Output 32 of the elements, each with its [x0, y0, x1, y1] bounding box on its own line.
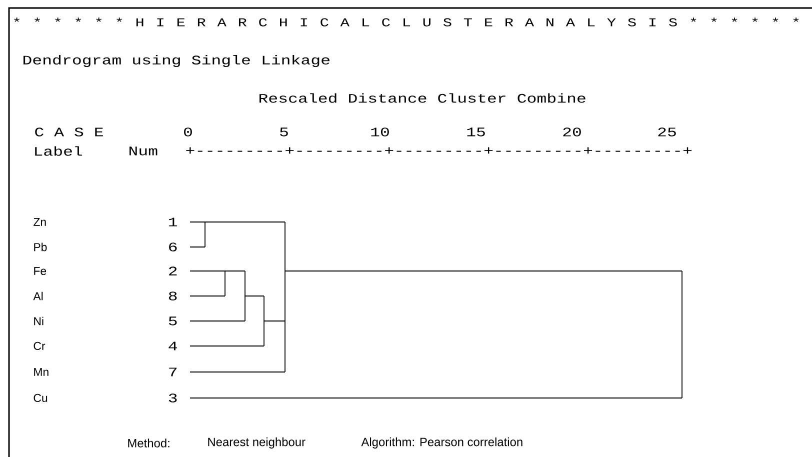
column-header: Label: [35, 146, 82, 156]
axis-tick-label: 20: [563, 128, 581, 136]
case-number: 5: [168, 316, 177, 326]
axis-tick-label: 25: [658, 128, 676, 136]
axis-tick-label: 15: [467, 128, 485, 136]
case-label: Pb: [34, 242, 47, 252]
case-number: 6: [169, 242, 177, 252]
footnote: Method:: [128, 438, 170, 448]
case-number: 7: [169, 368, 177, 376]
case-number: 8: [168, 292, 177, 300]
subtitle: Dendrogram using Single Linkage: [24, 54, 330, 68]
case-number: 3: [168, 394, 177, 402]
case-label: Cr: [34, 342, 46, 350]
axis-tick-label: 0: [184, 128, 192, 136]
axis-tick-label: 5: [280, 128, 288, 136]
footnote: Nearest neighbour: [208, 437, 306, 449]
case-label: Mn: [34, 368, 48, 376]
case-label: Fe: [34, 267, 46, 275]
case-label: Ni: [34, 316, 44, 326]
axis-scale: +---------+---------+---------+---------+---------+: [186, 147, 692, 154]
column-header: Num: [130, 146, 158, 156]
case-number: 4: [168, 342, 177, 350]
report-title: * * * * * * H I E R A R C H I C A L C L U S T E R A N A L Y S I S * * * * * *: [14, 18, 799, 26]
case-label: Cu: [34, 394, 48, 402]
axis-title: Rescaled Distance Cluster Combine: [260, 93, 586, 103]
column-header: C A S E: [35, 128, 103, 136]
case-label: Al: [33, 292, 43, 300]
axis-tick-label: 10: [371, 128, 389, 136]
footnote: Algorithm: Pearson correlation: [361, 437, 522, 449]
case-label: Zn: [34, 218, 46, 226]
case-number: 2: [169, 266, 177, 276]
case-number: 1: [169, 218, 177, 226]
